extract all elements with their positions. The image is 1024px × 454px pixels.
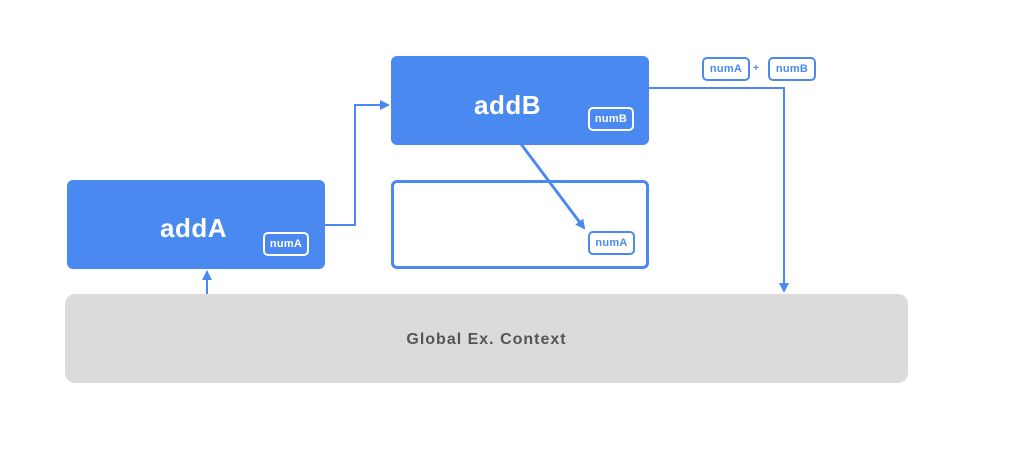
closure-scope-box: numA xyxy=(391,180,649,269)
expression-right-operand: numB xyxy=(768,57,816,81)
expression-operator: + xyxy=(753,63,759,74)
global-context-label: Global Ex. Context xyxy=(406,331,567,348)
expression-left-operand: numA xyxy=(702,57,750,81)
closure-numA-badge: numA xyxy=(588,231,635,255)
addA-title: addA xyxy=(160,213,227,243)
addB-numB-badge: numB xyxy=(588,107,634,131)
global-execution-context: Global Ex. Context xyxy=(65,294,908,383)
addB-title: addB xyxy=(474,90,541,120)
arrow-addB-to-global xyxy=(649,87,789,293)
arrow-addA-to-addB xyxy=(325,100,390,226)
addA-numA-badge: numA xyxy=(263,232,309,256)
addB-context-box: addB numB xyxy=(391,56,649,145)
addA-context-box: addA numA xyxy=(67,180,325,269)
